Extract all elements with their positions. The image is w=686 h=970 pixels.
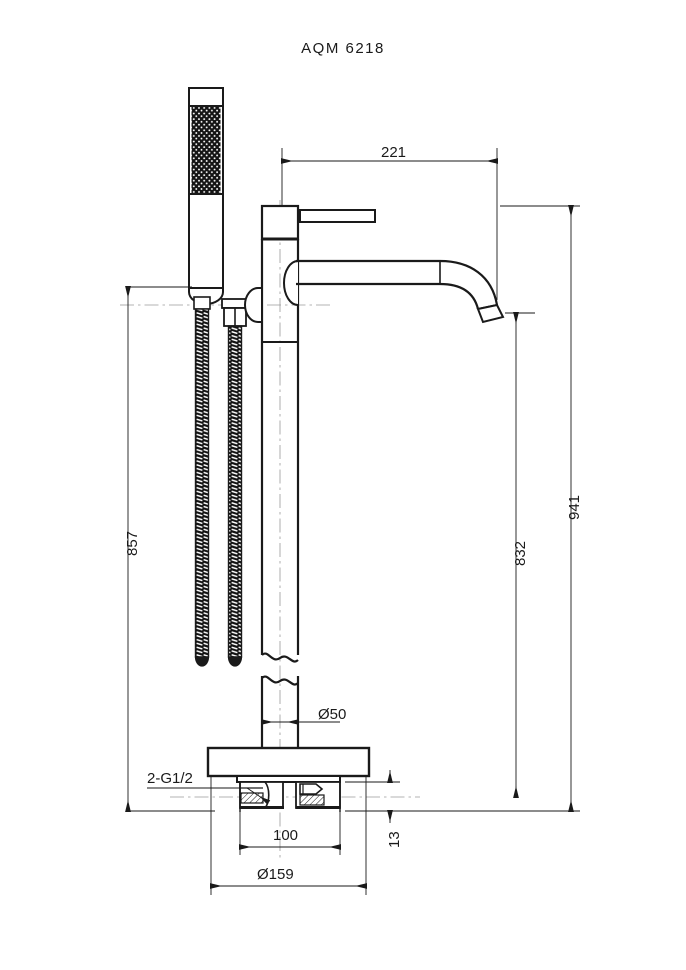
spout <box>283 259 505 324</box>
dimension-label-outlet-height: 832 <box>512 540 529 566</box>
dimension-label-shower-height: 857 <box>124 530 141 556</box>
flexible-hoses <box>193 296 249 667</box>
handshower-assembly <box>188 87 224 305</box>
riser-column <box>244 204 376 748</box>
dimension-label-column-dia: Ø50 <box>318 706 347 723</box>
dimension-label-total-height: 941 <box>566 494 583 520</box>
page-title: AQM 6218 <box>301 40 385 57</box>
dimension-inlet-spacing-100 <box>239 812 341 855</box>
dimension-reach-221 <box>281 148 498 300</box>
base-flange-assembly <box>206 746 371 812</box>
callout-label-thread: 2-G1/2 <box>147 770 193 787</box>
leader-thread-callout <box>147 787 271 805</box>
dimension-total-height-941 <box>375 205 580 812</box>
dimension-label-reach: 221 <box>381 144 407 161</box>
dimension-label-base-thickness: 13 <box>386 831 403 848</box>
dimension-outlet-height-832 <box>505 312 535 798</box>
dimension-label-base-dia: Ø159 <box>257 866 294 883</box>
dimension-label-inlet-spacing: 100 <box>273 827 299 844</box>
dimension-base-dia-159 <box>210 776 367 895</box>
dimension-shower-height-857 <box>125 286 215 812</box>
dimension-base-thickness-13 <box>345 770 400 823</box>
